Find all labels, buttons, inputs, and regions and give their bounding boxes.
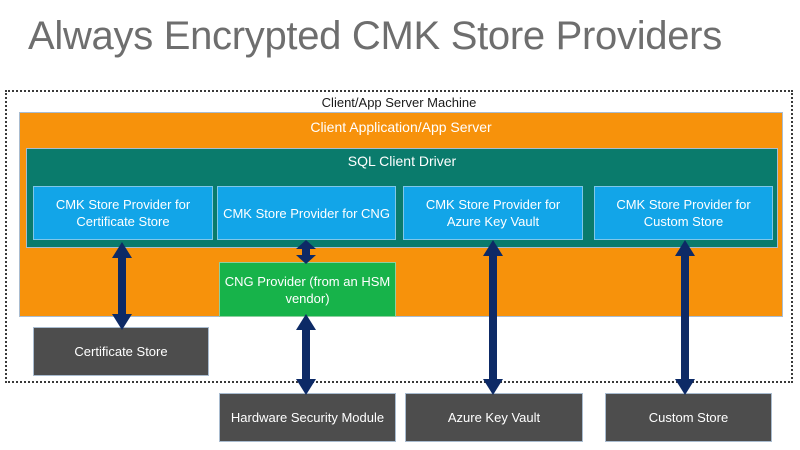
- connector-cng-module-to-hsm-arrow: [292, 314, 320, 395]
- connector-custom-provider-to-custom-store-arrow: [671, 240, 699, 395]
- certificate-store-box: Certificate Store: [33, 327, 209, 376]
- connector-akv-provider-to-akv-arrow: [479, 240, 507, 395]
- client-app-server-machine-boundary: [5, 90, 793, 383]
- cmk-store-provider-azure-key-vault-box: CMK Store Provider for Azure Key Vault: [403, 186, 583, 240]
- azure-key-vault-box: Azure Key Vault: [405, 393, 583, 442]
- cmk-store-provider-cng-box: CMK Store Provider for CNG: [217, 186, 396, 240]
- custom-store-box: Custom Store: [605, 393, 772, 442]
- cng-provider-box: CNG Provider (from an HSM vendor): [219, 262, 396, 317]
- cmk-store-provider-certificate-store-box: CMK Store Provider for Certificate Store: [33, 186, 213, 240]
- client-application-app-server-label: Client Application/App Server: [310, 119, 492, 135]
- connector-cng-provider-to-cng-module-arrow: [292, 240, 320, 264]
- connector-cert-provider-to-cert-store-arrow: [108, 242, 136, 330]
- client-app-server-machine-label: Client/App Server Machine: [321, 95, 477, 110]
- page-title: Always Encrypted CMK Store Providers: [28, 14, 722, 58]
- sql-client-driver-label: SQL Client Driver: [347, 153, 457, 169]
- cmk-store-provider-custom-store-box: CMK Store Provider for Custom Store: [594, 186, 773, 240]
- hardware-security-module-box: Hardware Security Module: [219, 393, 396, 442]
